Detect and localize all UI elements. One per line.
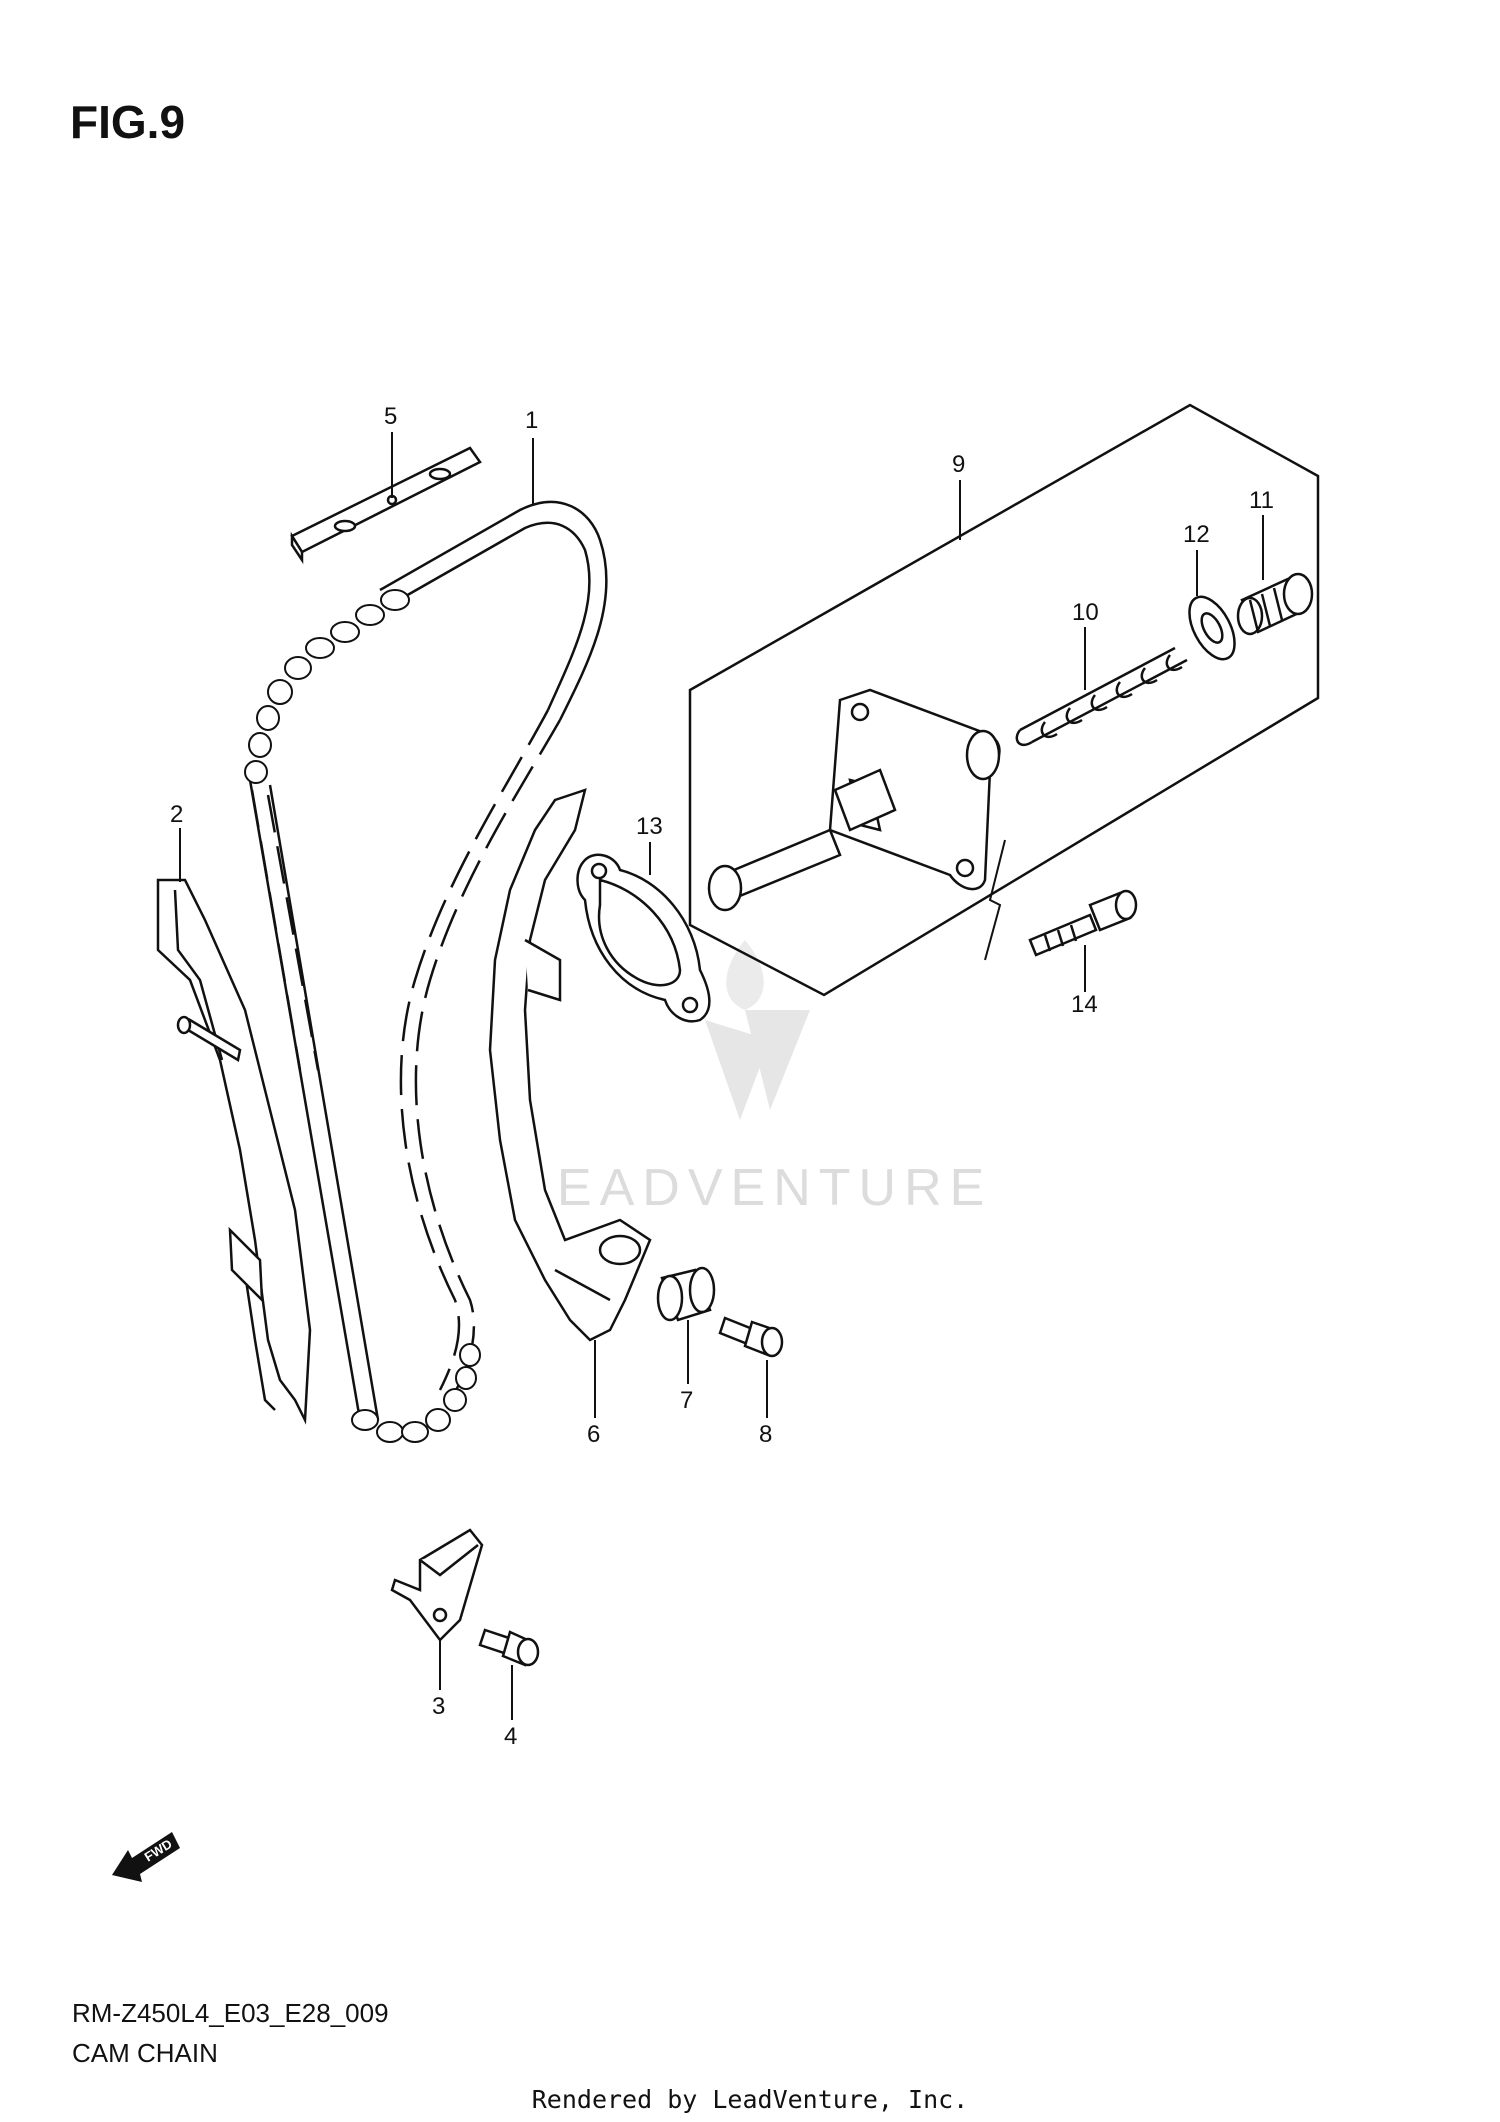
rendered-by-footer: Rendered by LeadVenture, Inc. <box>531 2085 969 2114</box>
callout-11: 11 <box>1249 487 1274 514</box>
tensioner-breakline <box>984 839 1006 961</box>
fwd-arrow-icon: FWD <box>112 1832 180 1882</box>
part-2-chain-guide[interactable] <box>156 878 312 1425</box>
part-13-gasket[interactable] <box>576 853 711 1023</box>
callout-6: 6 <box>587 1421 600 1448</box>
callout-9: 9 <box>952 451 965 478</box>
callout-2: 2 <box>170 801 183 828</box>
figure-title: FIG.9 <box>70 96 186 148</box>
callout-7: 7 <box>680 1387 693 1414</box>
callout-12: 12 <box>1183 521 1210 548</box>
diagram-subtitle: CAM CHAIN <box>72 2038 218 2068</box>
part-9-assembly-box <box>688 403 1320 997</box>
part-3-bracket[interactable] <box>390 1528 484 1642</box>
callout-3: 3 <box>432 1693 445 1720</box>
callout-1: 1 <box>525 407 538 434</box>
part-4-bolt[interactable] <box>478 1628 540 1667</box>
callout-5: 5 <box>384 403 397 430</box>
part-12-washer[interactable] <box>1180 590 1244 667</box>
part-14-bolt[interactable] <box>1028 889 1138 957</box>
callout-13: 13 <box>636 813 663 840</box>
part-8-bolt[interactable] <box>718 1316 784 1358</box>
part-5-guide-plate[interactable] <box>290 446 482 565</box>
chain-links-upper <box>244 589 410 784</box>
part-11-cap-bolt[interactable] <box>1236 572 1314 636</box>
leadventure-watermark: LEADVENTURE <box>520 940 992 1217</box>
watermark-text: LEADVENTURE <box>520 1159 992 1217</box>
chain-links-lower <box>351 1343 481 1443</box>
part-1-cam-chain[interactable] <box>248 500 608 1421</box>
callout-8: 8 <box>759 1421 772 1448</box>
callout-14: 14 <box>1071 991 1098 1018</box>
callout-4: 4 <box>504 1723 517 1750</box>
diagram-code: RM-Z450L4_E03_E28_009 <box>72 1998 389 2028</box>
callout-leader-lines <box>179 432 1264 1720</box>
part-7-collar[interactable] <box>656 1266 716 1322</box>
callout-10: 10 <box>1072 599 1099 626</box>
part-6-tensioner-arm[interactable] <box>488 788 652 1342</box>
callout-numbers: 5 1 2 9 10 11 12 13 14 6 7 8 3 4 <box>170 403 1274 1750</box>
tensioner-body[interactable] <box>707 688 1001 912</box>
part-10-spring[interactable] <box>1015 646 1188 747</box>
